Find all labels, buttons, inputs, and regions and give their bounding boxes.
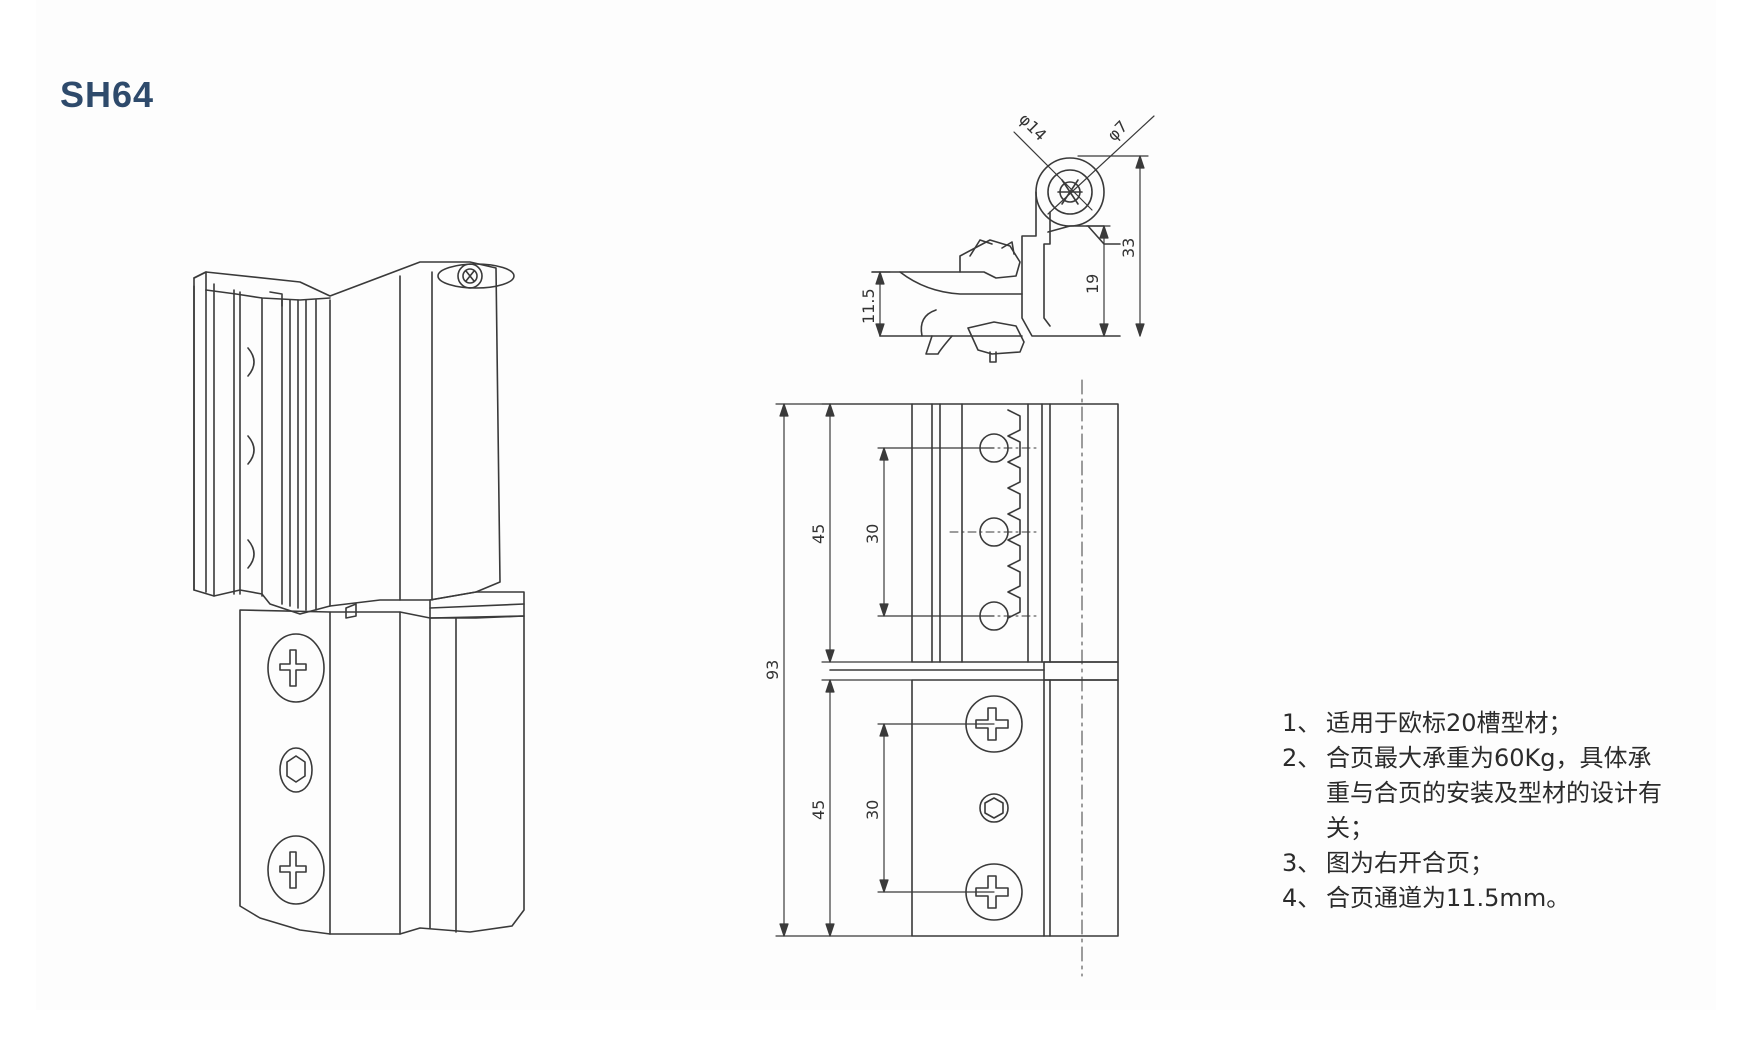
notes-list: 1、 适用于欧标20槽型材； 2、 合页最大承重为60Kg，具体承重与合页的安装…: [1282, 706, 1666, 916]
dim-lower-45: 45: [809, 800, 828, 820]
note-item: 2、 合页最大承重为60Kg，具体承重与合页的安装及型材的设计有关；: [1282, 741, 1666, 846]
note-item: 1、 适用于欧标20槽型材；: [1282, 706, 1666, 741]
top-view-dimensions: [871, 155, 1149, 337]
note-item: 3、 图为右开合页；: [1282, 846, 1666, 881]
note-number: 2、: [1282, 744, 1322, 772]
dim-19: 19: [1083, 274, 1102, 294]
dim-lower-30: 30: [863, 800, 882, 820]
dim-upper-45: 45: [809, 524, 828, 544]
note-number: 4、: [1282, 884, 1322, 912]
note-text: 图为右开合页；: [1326, 849, 1494, 877]
hinge-front-view: [829, 379, 1119, 977]
hinge-isometric-view: [193, 261, 525, 935]
note-number: 1、: [1282, 709, 1322, 737]
note-text: 适用于欧标20槽型材；: [1326, 709, 1573, 737]
frame-leaf: [193, 261, 515, 619]
dim-93: 93: [763, 660, 782, 680]
note-text: 合页通道为11.5mm。: [1326, 884, 1571, 912]
dim-33: 33: [1119, 238, 1138, 258]
sash-leaf: [239, 609, 525, 935]
note-text: 合页最大承重为60Kg，具体承重与合页的安装及型材的设计有关；: [1326, 744, 1662, 842]
note-item: 4、 合页通道为11.5mm。: [1282, 881, 1666, 916]
dim-upper-30: 30: [863, 524, 882, 544]
dim-11-5: 11.5: [859, 288, 878, 324]
front-view-dimensions: [775, 403, 995, 937]
product-title: SH64: [60, 74, 155, 115]
note-number: 3、: [1282, 849, 1322, 877]
hinge-top-view: [871, 115, 1155, 363]
dim-phi14: φ14: [1015, 109, 1050, 144]
